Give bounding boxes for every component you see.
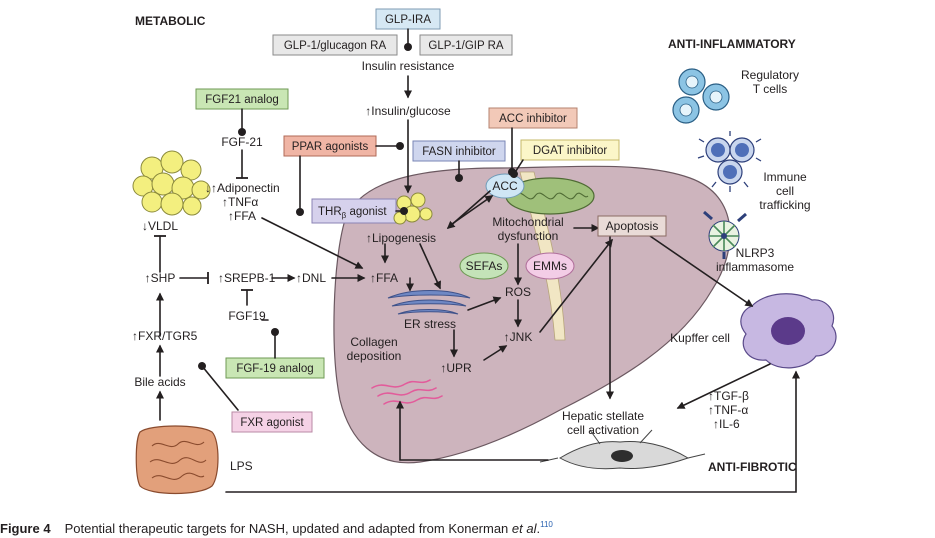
label-collagen-line1: Collagen bbox=[350, 335, 397, 349]
collagen-fibres-illustration bbox=[371, 379, 443, 405]
label-fgf21: FGF-21 bbox=[221, 135, 263, 149]
label-collagen-line2: deposition bbox=[347, 349, 402, 363]
label-treg-line2: T cells bbox=[753, 82, 787, 96]
label-il6: ↑IL-6 bbox=[713, 417, 740, 431]
svg-text:GLP-IRA: GLP-IRA bbox=[385, 14, 431, 26]
svg-text:Apoptosis: Apoptosis bbox=[606, 219, 659, 233]
label-lps: LPS bbox=[230, 459, 253, 473]
fgf19-analog-box: FGF-19 analog bbox=[225, 357, 325, 379]
label-dnl: ↑DNL bbox=[296, 271, 326, 285]
label-jnk: ↑JNK bbox=[504, 330, 533, 344]
stellate-cell-illustration bbox=[539, 429, 706, 470]
label-insulin-glucose: ↑Insulin/glucose bbox=[365, 104, 451, 118]
label-nlrp3-line1: NLRP3 bbox=[736, 246, 775, 260]
label-acc: ACC bbox=[492, 179, 518, 193]
label-hsc-line2: cell activation bbox=[567, 423, 639, 437]
ppar-agonists-box: PPAR agonists bbox=[283, 135, 377, 157]
label-ros: ROS bbox=[505, 285, 531, 299]
emms-bubble bbox=[525, 252, 575, 280]
label-bile-acids: Bile acids bbox=[134, 375, 185, 389]
label-immune-line3: trafficking bbox=[759, 198, 810, 212]
acc-bubble bbox=[485, 173, 525, 199]
svg-text:GLP-1/glucagon RA: GLP-1/glucagon RA bbox=[284, 40, 387, 52]
svg-text:FGF21 analog: FGF21 analog bbox=[205, 94, 279, 106]
fgf21-analog-box: FGF21 analog bbox=[195, 88, 289, 110]
adipose-cells-illustration bbox=[132, 150, 211, 216]
label-mito-line1: Mitochondrial bbox=[492, 215, 563, 229]
svg-text:DGAT inhibitor: DGAT inhibitor bbox=[533, 145, 608, 157]
acc-inhibitor-box: ACC inhibitor bbox=[488, 107, 578, 129]
label-vldl: ↓VLDL bbox=[142, 219, 178, 233]
dgat-inhibitor-box: DGAT inhibitor bbox=[520, 139, 620, 161]
label-sefas: SEFAs bbox=[466, 259, 503, 273]
label-ffa-left: ↑FFA bbox=[228, 209, 256, 223]
label-treg-line1: Regulatory bbox=[741, 68, 799, 82]
label-shp: ↑SHP bbox=[145, 271, 176, 285]
label-emms: EMMs bbox=[533, 259, 567, 273]
apoptosis-box: Apoptosis bbox=[597, 215, 667, 237]
svg-text:GLP-1/GIP RA: GLP-1/GIP RA bbox=[428, 40, 504, 52]
intestine-illustration bbox=[135, 425, 219, 495]
glp-ira-box: GLP-IRA bbox=[375, 8, 441, 30]
nlrp3-inflammasome-illustration bbox=[703, 210, 747, 259]
svg-text:FASN inhibitor: FASN inhibitor bbox=[422, 146, 496, 158]
mitochondrion-illustration bbox=[505, 177, 595, 215]
label-fxr-tgr5: ↑FXR/TGR5 bbox=[132, 329, 198, 343]
label-adiponectin: ↓↑Adiponectin bbox=[205, 181, 280, 195]
label-immune-line2: cell bbox=[776, 184, 794, 198]
label-ffa-center: ↑FFA bbox=[370, 271, 398, 285]
liver-fat-droplets-illustration bbox=[393, 192, 433, 225]
label-fgf19: FGF19 bbox=[228, 309, 266, 323]
er-stress-illustration bbox=[387, 290, 471, 315]
label-tnf-alpha: ↑TNF-α bbox=[708, 403, 748, 417]
svg-text:FXR agonist: FXR agonist bbox=[240, 417, 304, 429]
heading-metabolic: METABOLIC bbox=[135, 14, 206, 28]
heading-anti-inflammatory: ANTI-INFLAMMATORY bbox=[668, 37, 796, 51]
label-er-stress: ER stress bbox=[404, 317, 456, 331]
label-nlrp3-line2: inflammasome bbox=[716, 260, 794, 274]
svg-text:FGF-19 analog: FGF-19 analog bbox=[236, 363, 313, 375]
svg-text:THRβ agonist: THRβ agonist bbox=[318, 206, 387, 220]
thr-agonist-box: THRβ agonist bbox=[311, 198, 397, 224]
glp1-glucagon-box: GLP-1/glucagon RA bbox=[272, 34, 398, 56]
sefas-bubble bbox=[459, 252, 509, 280]
label-immune-line1: Immune bbox=[763, 170, 807, 184]
label-mito-line2: dysfunction bbox=[498, 229, 559, 243]
fxr-agonist-box: FXR agonist bbox=[231, 411, 313, 433]
regulatory-t-cells-illustration bbox=[672, 68, 730, 124]
svg-text:ACC inhibitor: ACC inhibitor bbox=[499, 113, 567, 125]
kupffer-cell-illustration bbox=[740, 293, 837, 369]
label-upr: ↑UPR bbox=[440, 361, 472, 375]
fasn-inhibitor-box: FASN inhibitor bbox=[412, 140, 506, 162]
immune-cells-illustration bbox=[697, 131, 762, 192]
label-insulin-resistance: Insulin resistance bbox=[362, 59, 455, 73]
heading-anti-fibrotic: ANTI-FIBROTIC bbox=[708, 460, 797, 474]
label-kupffer: Kupffer cell bbox=[670, 331, 730, 345]
svg-text:PPAR agonists: PPAR agonists bbox=[292, 141, 369, 153]
label-srepb: ↑SREPB-1 bbox=[218, 271, 276, 285]
label-hsc-line1: Hepatic stellate bbox=[562, 409, 644, 423]
label-lipogenesis: ↑Lipogenesis bbox=[366, 231, 436, 245]
pathway-connectors bbox=[154, 28, 800, 493]
glp1-gip-box: GLP-1/GIP RA bbox=[419, 34, 513, 56]
label-tgf: ↑TGF-β bbox=[708, 389, 749, 403]
label-tnf: ↑TNFα bbox=[222, 195, 258, 209]
